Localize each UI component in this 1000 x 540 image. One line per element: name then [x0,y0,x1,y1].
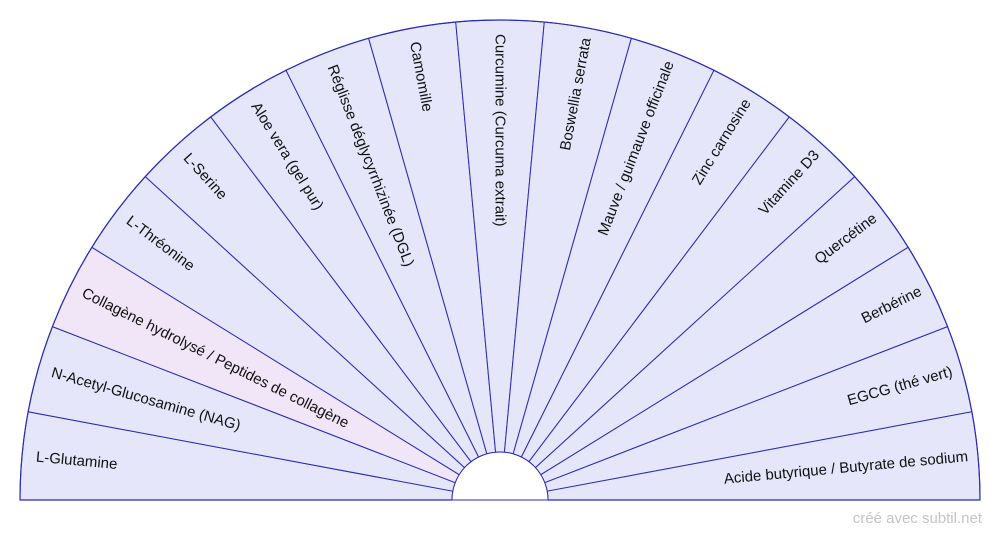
outer-rim [19,19,981,501]
center-hub [451,451,549,501]
segment-label: Curcumine (Curcuma extrait) [492,34,509,227]
credit-footer[interactable]: créé avec subtil.net [852,510,982,527]
